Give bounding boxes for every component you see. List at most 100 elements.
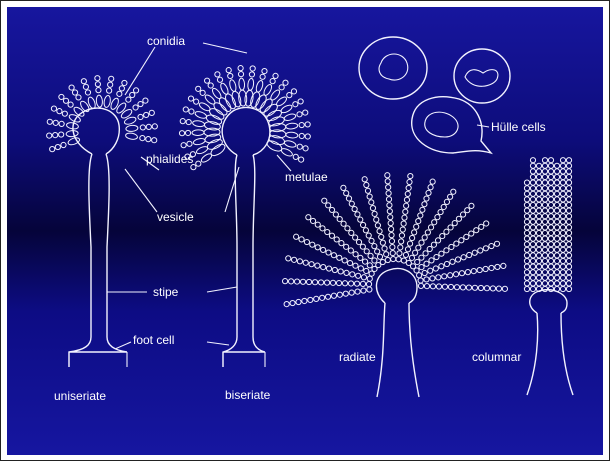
conidium <box>455 257 460 262</box>
conidium <box>439 264 444 269</box>
conidium <box>489 265 494 270</box>
conidium <box>326 203 331 208</box>
conidium <box>548 236 553 241</box>
conidium <box>228 73 233 78</box>
conidium <box>436 275 441 280</box>
conidium <box>442 284 447 289</box>
conidium <box>524 281 529 286</box>
conidium <box>464 234 469 239</box>
conidium <box>62 111 67 116</box>
conidium <box>548 197 553 202</box>
uniseriate-vesicle <box>73 108 119 154</box>
conidium <box>368 253 373 258</box>
conidium <box>524 208 529 213</box>
conidium <box>422 270 427 275</box>
conidium <box>290 300 295 305</box>
conidium <box>344 191 349 196</box>
phialide <box>283 113 296 122</box>
conidium <box>336 280 341 285</box>
conidium <box>536 174 541 179</box>
conidium <box>409 255 414 260</box>
conidium <box>524 180 529 185</box>
conidium <box>226 68 231 73</box>
columnar-conidial-chains <box>524 158 571 292</box>
conidium <box>358 266 363 271</box>
conidium <box>284 302 289 307</box>
conidium <box>386 185 391 190</box>
conidium <box>283 80 288 85</box>
conidium <box>341 185 346 190</box>
conidium <box>548 258 553 263</box>
conidium <box>542 214 547 219</box>
conidium <box>494 241 499 246</box>
conidium <box>424 277 429 282</box>
conidium <box>477 267 482 272</box>
hulle-leader <box>477 125 489 127</box>
conidium <box>140 125 145 130</box>
conidium <box>530 258 535 263</box>
conidium <box>430 179 435 184</box>
conidium <box>566 247 571 252</box>
conidium <box>454 285 459 290</box>
conidium <box>51 106 56 111</box>
conidium <box>353 235 358 240</box>
conidium <box>398 245 403 250</box>
conidium <box>554 275 559 280</box>
conidium <box>76 95 81 100</box>
conidium <box>542 186 547 191</box>
conidium <box>63 98 68 103</box>
conidium <box>59 94 64 99</box>
conidium <box>315 222 320 227</box>
conidium <box>542 281 547 286</box>
phialide <box>109 97 120 110</box>
conidium <box>530 281 535 286</box>
conidium <box>560 214 565 219</box>
conidium <box>536 186 541 191</box>
phialide <box>115 101 127 114</box>
conidium <box>399 233 404 238</box>
conidium <box>566 253 571 258</box>
conidium <box>459 271 464 276</box>
conidium <box>554 264 559 269</box>
conidium <box>560 180 565 185</box>
conidium <box>152 124 157 129</box>
conidium <box>548 186 553 191</box>
metula <box>270 129 287 138</box>
conidium <box>560 219 565 224</box>
conidium <box>332 267 337 272</box>
conidium <box>299 133 304 138</box>
label-metulae: metulae <box>285 170 328 184</box>
conidium <box>542 253 547 258</box>
conidium <box>448 284 453 289</box>
conidium <box>324 280 329 285</box>
conidium <box>119 86 124 91</box>
conidium <box>524 214 529 219</box>
conidium <box>146 137 151 142</box>
biseriate-conidiophore <box>179 66 310 367</box>
conidium <box>502 286 507 291</box>
conidium <box>303 110 308 115</box>
conidium <box>325 229 330 234</box>
phialide <box>192 130 204 136</box>
conidium <box>375 249 380 254</box>
hulle-cell-1 <box>359 37 427 99</box>
conidium <box>530 214 535 219</box>
label-radiate: radiate <box>339 350 376 364</box>
conidium <box>524 191 529 196</box>
conidium <box>530 197 535 202</box>
conidium <box>396 257 401 262</box>
conidium <box>282 279 287 284</box>
phialide <box>125 132 138 140</box>
phialide <box>239 78 245 90</box>
conidium <box>548 174 553 179</box>
conidium <box>530 236 535 241</box>
conidium <box>554 163 559 168</box>
conidium <box>560 286 565 291</box>
conidium <box>360 281 365 286</box>
conidium <box>524 286 529 291</box>
phialide <box>280 147 293 157</box>
conidium <box>530 230 535 235</box>
conidium <box>566 174 571 179</box>
phialide <box>72 106 85 118</box>
conidium <box>181 143 186 148</box>
